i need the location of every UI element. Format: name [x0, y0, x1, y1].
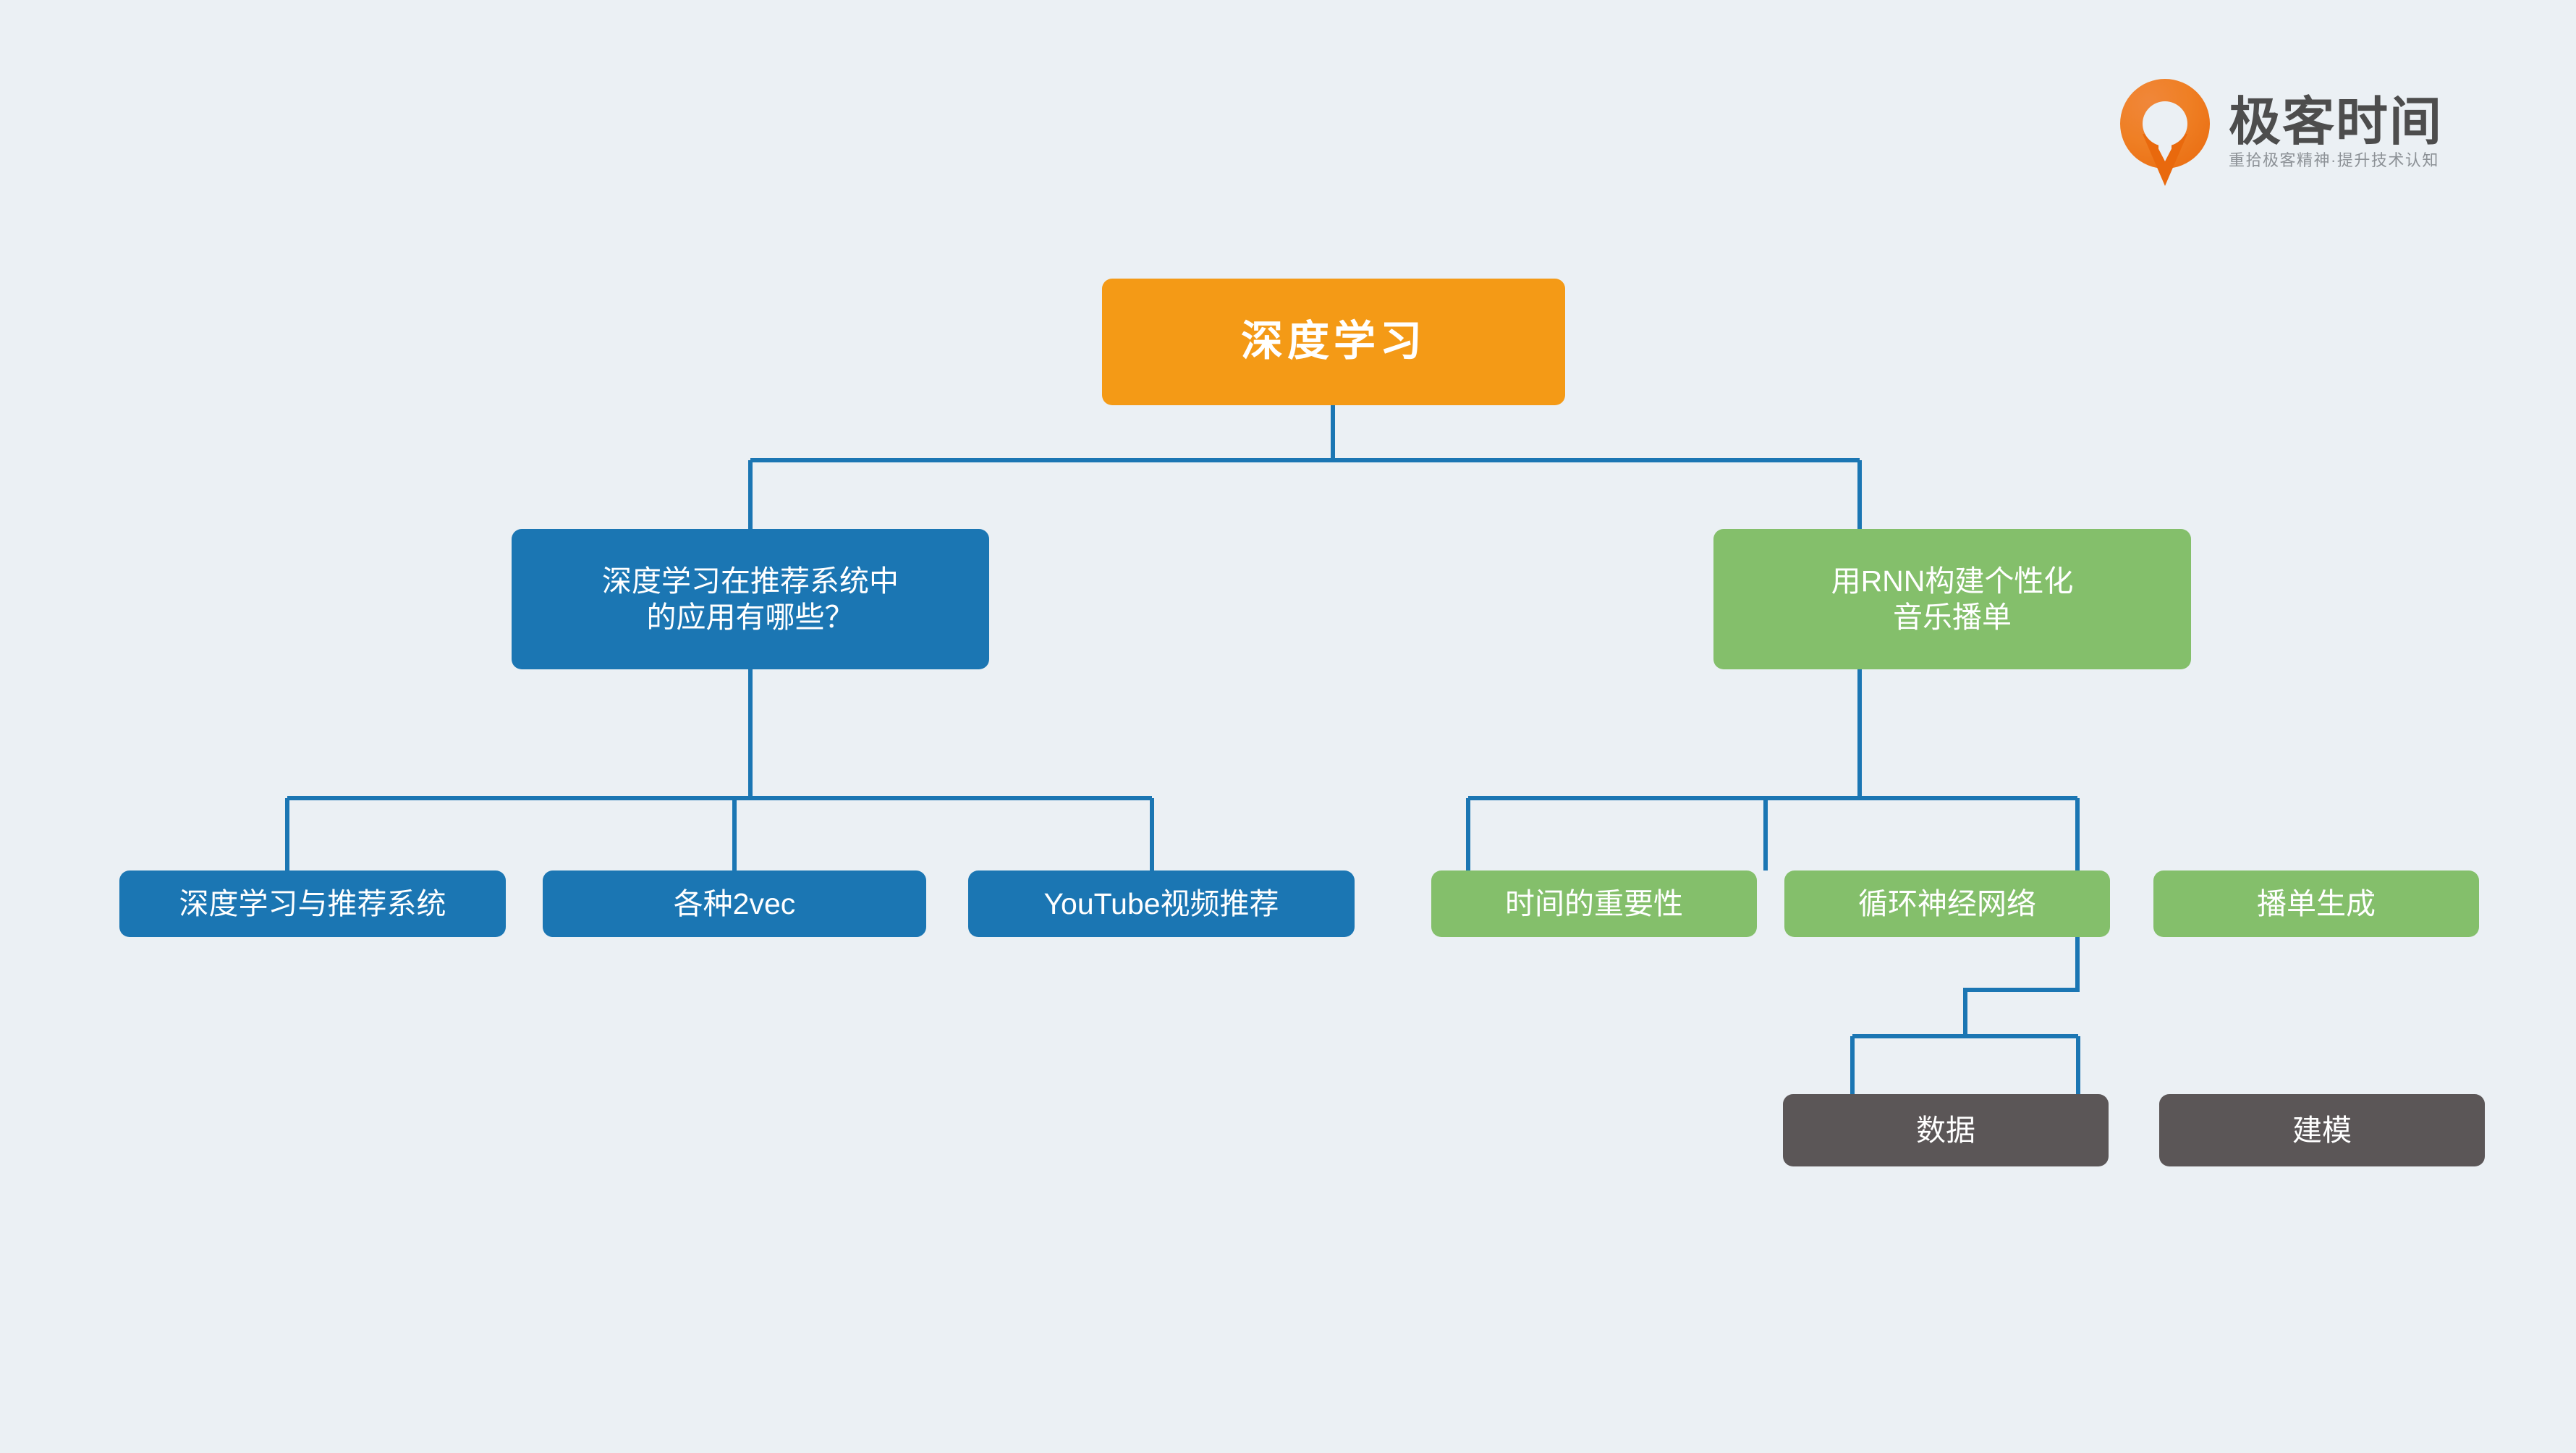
node-branch-left-line1: 深度学习在推荐系统中	[602, 564, 899, 598]
node-leaf-youtube-video-rec[interactable]: YouTube视频推荐	[968, 870, 1355, 937]
node-leaf-various-2vec[interactable]: 各种2vec	[543, 870, 926, 937]
node-branch-right-line1: 用RNN构建个性化	[1831, 564, 2074, 598]
brand-logo: 极客时间 重拾极客精神·提升技术认知	[2120, 78, 2489, 187]
node-leaf-recurrent-neural-network[interactable]: 循环神经网络	[1784, 870, 2110, 937]
geekbang-pin-icon	[2120, 79, 2210, 186]
node-branch-left[interactable]: 深度学习在推荐系统中 的应用有哪些？	[512, 529, 989, 669]
node-leaf-importance-of-time[interactable]: 时间的重要性	[1431, 870, 1757, 937]
node-branch-right[interactable]: 用RNN构建个性化 音乐播单	[1713, 529, 2191, 669]
node-leaf-playlist-generation[interactable]: 播单生成	[2153, 870, 2479, 937]
node-leaf-modeling[interactable]: 建模	[2159, 1094, 2485, 1166]
brand-text: 极客时间 重拾极客精神·提升技术认知	[2229, 96, 2443, 169]
brand-tagline: 重拾极客精神·提升技术认知	[2229, 151, 2439, 169]
node-leaf-data[interactable]: 数据	[1783, 1094, 2109, 1166]
node-root[interactable]: 深度学习	[1102, 279, 1565, 405]
node-branch-left-line2: 的应用有哪些？	[646, 601, 855, 634]
node-branch-right-line2: 音乐播单	[1893, 601, 2012, 634]
brand-title: 极客时间	[2229, 93, 2444, 151]
node-leaf-deep-learning-recsys[interactable]: 深度学习与推荐系统	[119, 870, 506, 937]
